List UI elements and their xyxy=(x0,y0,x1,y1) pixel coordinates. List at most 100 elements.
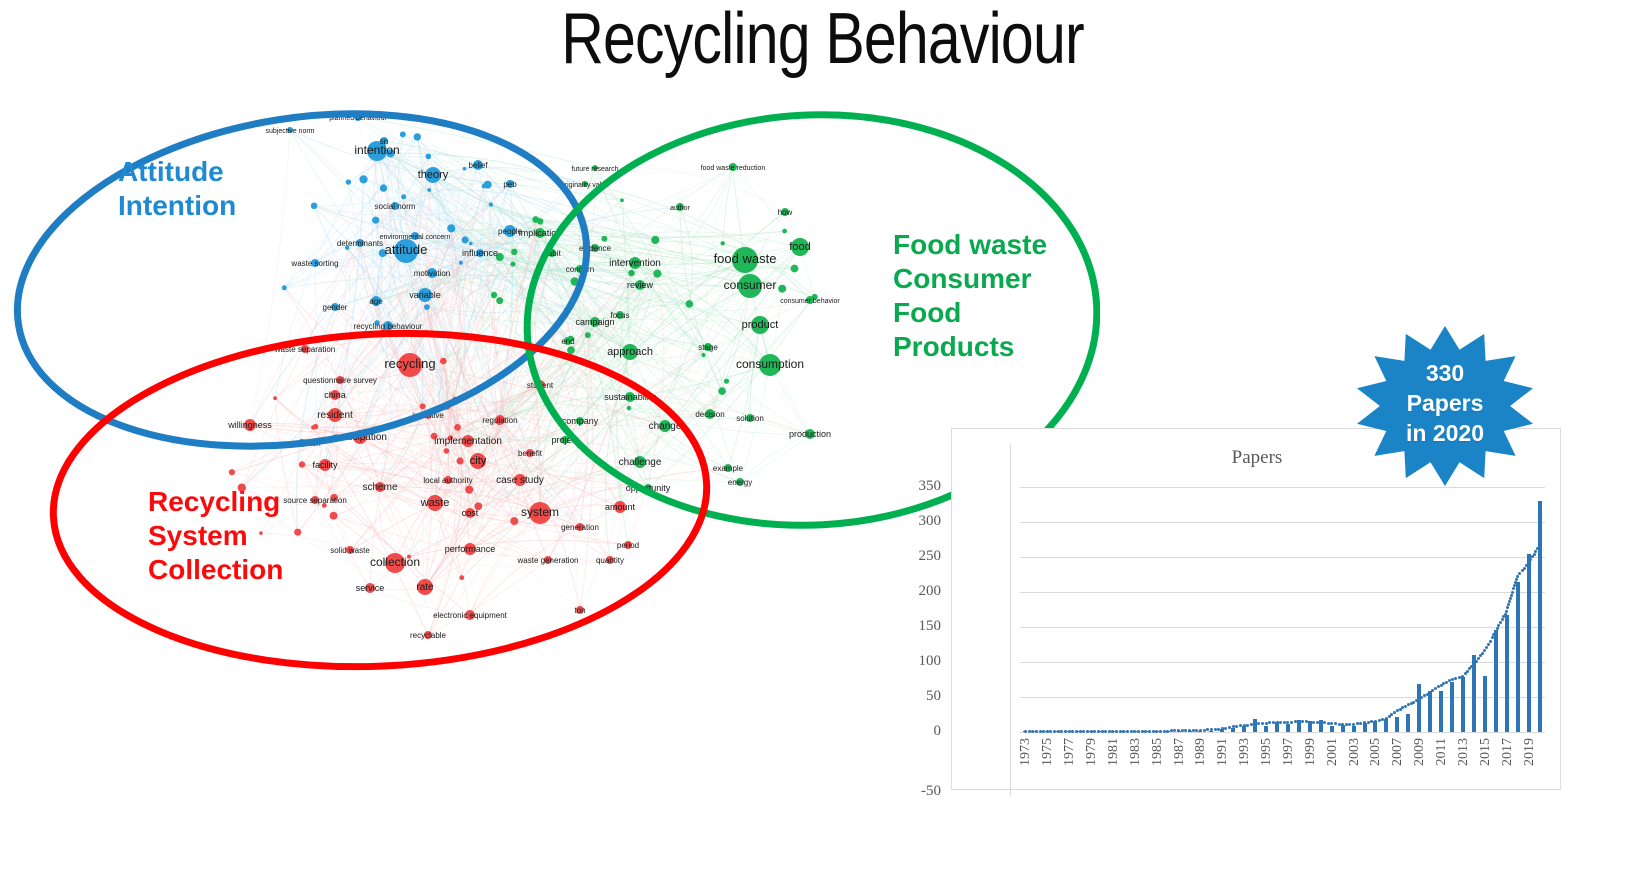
network-edge xyxy=(579,506,621,611)
network-node xyxy=(535,228,545,238)
network-edge xyxy=(446,219,537,406)
chart-bar xyxy=(1340,725,1345,732)
network-edge xyxy=(594,318,761,326)
network-edge xyxy=(289,129,434,176)
chart-x-tick: 2007 xyxy=(1390,738,1406,766)
chart-gridline xyxy=(1020,557,1545,558)
network-edge xyxy=(383,187,479,462)
network-node xyxy=(391,202,399,210)
chart-trendline-dot xyxy=(1235,724,1239,728)
network-edge xyxy=(417,136,485,187)
network-edge xyxy=(570,349,711,415)
network-node xyxy=(469,241,473,246)
network-edge xyxy=(469,512,541,616)
chart-trendline-dot xyxy=(1279,720,1283,724)
network-node xyxy=(510,261,516,267)
chart-bar xyxy=(1264,725,1269,732)
chart-y-tick: 300 xyxy=(918,513,942,529)
chart-trendline-dot xyxy=(1075,729,1078,733)
network-edge xyxy=(722,243,811,435)
network-node xyxy=(311,259,319,267)
network-edge xyxy=(283,287,423,407)
network-edge xyxy=(469,506,621,616)
network-edge xyxy=(478,461,641,507)
network-edge xyxy=(445,263,514,451)
network-edge xyxy=(390,153,448,406)
chart-x-tick: 2019 xyxy=(1521,738,1537,766)
network-edge xyxy=(424,452,531,588)
network-edge xyxy=(434,230,511,504)
chart-trendline-dot xyxy=(1381,717,1385,721)
network-edge xyxy=(314,136,418,264)
network-edge xyxy=(383,140,396,327)
network-edge xyxy=(231,398,455,473)
network-node xyxy=(398,353,422,377)
network-node xyxy=(532,216,540,223)
network-edge xyxy=(493,261,636,296)
network-edge xyxy=(479,184,488,254)
network-edge xyxy=(334,414,435,437)
chart-trendline-dot xyxy=(1195,728,1199,732)
chart-trendline-dot xyxy=(1064,729,1068,733)
network-edge xyxy=(369,364,411,589)
network-edge xyxy=(739,433,811,483)
network-node xyxy=(424,304,430,310)
network-edge xyxy=(594,167,723,392)
network-node-label: recycling xyxy=(384,356,435,371)
network-edge xyxy=(732,166,801,248)
network-edge xyxy=(394,396,631,564)
chart-trendline-dot xyxy=(1155,729,1159,733)
network-edge xyxy=(467,256,501,514)
chart-trendline-dot xyxy=(1213,727,1217,731)
network-edge xyxy=(416,136,466,241)
network-edge xyxy=(629,273,658,353)
network-edge xyxy=(315,426,549,561)
network-edge xyxy=(499,419,611,561)
network-node xyxy=(567,346,575,354)
chart-trendline-dot xyxy=(1507,603,1511,607)
network-edge xyxy=(408,556,611,568)
network-edge xyxy=(574,166,734,282)
network-edge xyxy=(709,296,816,415)
network-edge xyxy=(334,256,500,416)
network-edge xyxy=(639,324,761,463)
network-edge xyxy=(424,361,450,588)
network-edge xyxy=(434,256,501,504)
chart-trendline-dot xyxy=(1104,729,1108,733)
chart-trendline-dot xyxy=(1497,624,1501,628)
network-node xyxy=(624,541,632,549)
network-node xyxy=(496,420,501,425)
network-edge xyxy=(304,348,471,550)
network-node xyxy=(474,502,483,511)
network-edge xyxy=(628,407,751,420)
network-node xyxy=(419,403,426,410)
network-edge xyxy=(619,314,641,463)
chart-trendline-dot xyxy=(1387,715,1391,719)
network-edge xyxy=(403,196,479,462)
network-edge xyxy=(627,273,665,546)
network-edge xyxy=(629,259,746,353)
network-node xyxy=(628,269,635,277)
network-node-label: production xyxy=(789,429,831,439)
network-edge xyxy=(359,294,426,438)
cluster-label-attitude-intention: Attitude Intention xyxy=(118,156,237,222)
network-edge xyxy=(540,219,723,244)
network-edge xyxy=(408,539,629,558)
network-edge xyxy=(249,205,396,426)
network-edge xyxy=(376,150,588,336)
network-node xyxy=(718,387,726,395)
network-edge xyxy=(375,239,466,302)
chart-trendline-dot xyxy=(1514,581,1518,585)
network-edge xyxy=(373,149,472,244)
chart-bar xyxy=(1209,730,1214,732)
chart-trendline-dot xyxy=(1423,694,1427,698)
network-node-label: age xyxy=(369,297,383,306)
chart-trendline-dot xyxy=(1401,706,1405,710)
chart-trendline-dot xyxy=(1488,639,1492,643)
network-node xyxy=(704,343,712,351)
network-edge xyxy=(512,263,795,280)
network-edge xyxy=(465,239,515,253)
network-edge xyxy=(394,340,569,564)
network-node xyxy=(447,224,456,233)
network-node-label: sustainability xyxy=(604,392,656,402)
